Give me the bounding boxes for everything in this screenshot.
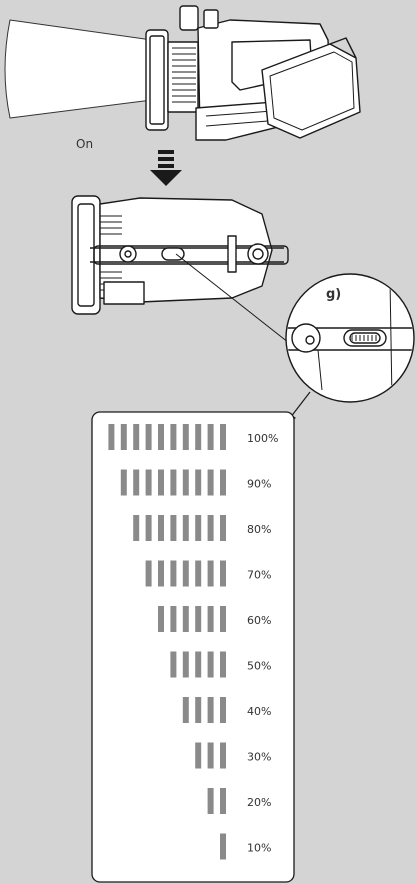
battery-level-row: 20% bbox=[207, 788, 271, 814]
battery-level-bar bbox=[133, 515, 140, 541]
battery-level-bar bbox=[158, 515, 164, 541]
battery-level-bar bbox=[220, 833, 226, 860]
battery-level-label: 50% bbox=[247, 660, 271, 673]
battery-level-label: 100% bbox=[247, 432, 278, 445]
battery-level-bar bbox=[145, 424, 152, 450]
battery-level-bar bbox=[170, 469, 177, 496]
battery-level-bar bbox=[120, 469, 127, 496]
battery-level-bar bbox=[207, 742, 214, 769]
battery-level-bar bbox=[220, 788, 226, 814]
battery-level-bar bbox=[220, 697, 226, 723]
battery-level-bar bbox=[158, 606, 164, 632]
battery-level-bar bbox=[182, 515, 189, 541]
battery-level-bar bbox=[220, 469, 226, 496]
battery-level-bar bbox=[170, 515, 177, 541]
battery-level-bar bbox=[170, 651, 177, 678]
battery-level-bar bbox=[207, 651, 214, 678]
light-beam bbox=[4, 19, 153, 119]
battery-level-bar bbox=[220, 560, 226, 587]
battery-level-list: 100% 90% 80% 70% 60% 50% 40% 30% 20% 10% bbox=[108, 424, 278, 860]
battery-level-row: 80% bbox=[133, 515, 271, 541]
battery-level-label: 10% bbox=[247, 842, 271, 855]
battery-level-bar bbox=[158, 469, 164, 496]
battery-level-label: 70% bbox=[247, 569, 271, 582]
battery-level-bar bbox=[145, 469, 152, 496]
battery-level-bar bbox=[207, 560, 214, 587]
battery-level-bar bbox=[195, 469, 202, 496]
battery-level-bar bbox=[182, 697, 189, 723]
battery-level-bar bbox=[170, 560, 177, 587]
battery-level-label: 90% bbox=[247, 478, 271, 491]
battery-level-bar bbox=[207, 606, 214, 632]
battery-level-bar bbox=[195, 560, 202, 587]
battery-level-row: 50% bbox=[170, 651, 271, 678]
battery-level-bar bbox=[182, 560, 189, 587]
down-arrow-icon bbox=[150, 150, 182, 186]
state-label: On bbox=[76, 137, 93, 151]
battery-level-bar bbox=[220, 515, 226, 541]
heat-sink bbox=[167, 41, 199, 113]
battery-level-row: 10% bbox=[220, 833, 271, 860]
battery-level-bar bbox=[220, 651, 226, 678]
battery-level-bar bbox=[195, 651, 202, 678]
battery-level-bar bbox=[158, 424, 164, 450]
battery-level-bar bbox=[195, 697, 202, 723]
battery-level-label: 80% bbox=[247, 523, 271, 536]
battery-level-label: 60% bbox=[247, 614, 271, 627]
battery-level-bar bbox=[207, 469, 214, 496]
battery-level-row: 40% bbox=[182, 697, 271, 723]
light-top-view bbox=[71, 195, 299, 351]
battery-level-bar bbox=[145, 515, 152, 541]
battery-level-bar bbox=[158, 560, 164, 587]
battery-level-bar bbox=[145, 560, 152, 587]
battery-level-bar bbox=[207, 424, 214, 450]
battery-level-bar bbox=[207, 788, 214, 814]
battery-level-bar bbox=[195, 424, 202, 450]
battery-level-bar bbox=[207, 515, 214, 541]
battery-level-row: 70% bbox=[145, 560, 271, 587]
battery-level-bar bbox=[133, 424, 140, 450]
battery-level-row: 90% bbox=[120, 469, 271, 496]
battery-level-bar bbox=[220, 606, 226, 632]
battery-level-bar bbox=[195, 742, 202, 769]
battery-level-bar bbox=[195, 515, 202, 541]
battery-level-row: 60% bbox=[158, 606, 271, 632]
battery-level-bar bbox=[108, 424, 115, 450]
battery-level-bar bbox=[182, 424, 189, 450]
battery-level-row: 100% bbox=[108, 424, 278, 450]
battery-level-bar bbox=[207, 697, 214, 723]
light-side-view bbox=[4, 5, 361, 141]
battery-level-label: 40% bbox=[247, 705, 271, 718]
battery-level-bar bbox=[170, 606, 177, 632]
battery-level-panel bbox=[91, 411, 295, 883]
callout-label: g) bbox=[326, 287, 341, 302]
battery-level-label: 30% bbox=[247, 751, 271, 764]
battery-level-bar bbox=[195, 606, 202, 632]
battery-level-bar bbox=[220, 424, 226, 450]
battery-level-bar bbox=[133, 469, 140, 496]
battery-level-bar bbox=[182, 606, 189, 632]
battery-level-row: 30% bbox=[195, 742, 271, 769]
battery-level-bar bbox=[120, 424, 127, 450]
battery-level-label: 20% bbox=[247, 796, 271, 809]
battery-level-bar bbox=[182, 469, 189, 496]
battery-level-bar bbox=[182, 651, 189, 678]
battery-level-bar bbox=[220, 742, 226, 769]
battery-level-bar bbox=[170, 424, 177, 450]
callout-zoom: g) bbox=[285, 273, 415, 403]
